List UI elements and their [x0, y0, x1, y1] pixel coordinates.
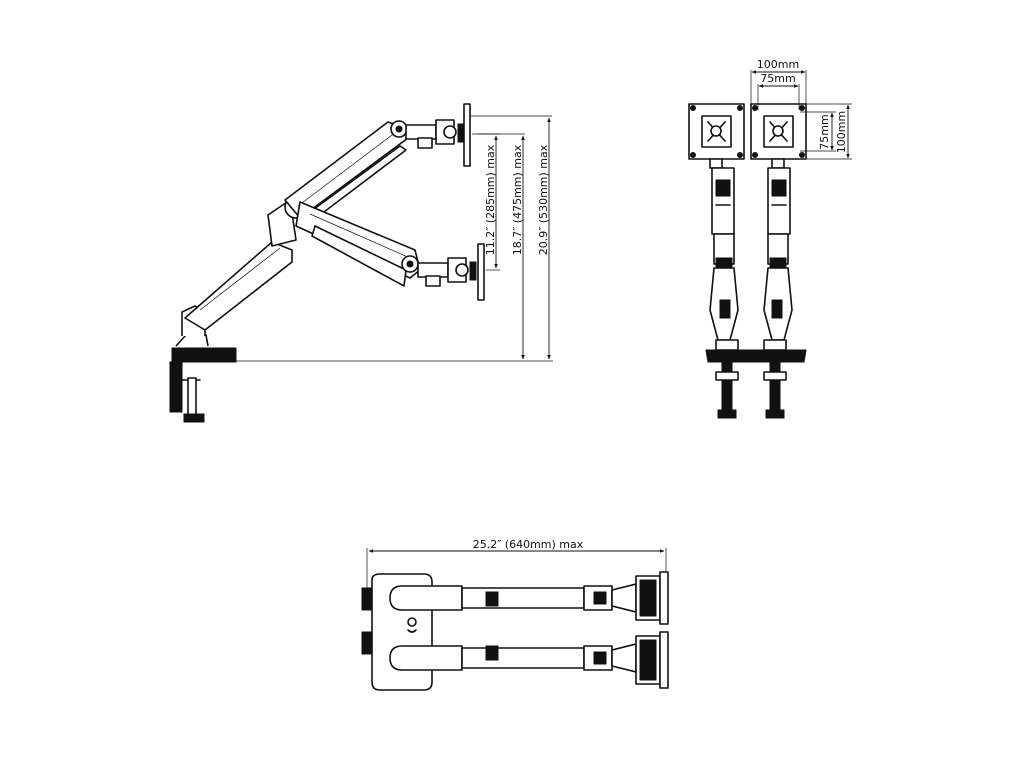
- upper-arm-lowered: [295, 201, 421, 287]
- front-arm-left: [709, 158, 739, 341]
- vesa-100-height-label: 100mm: [835, 111, 848, 153]
- vesa-100-width-label: 100mm: [757, 58, 799, 71]
- max-reach-label: 25.2″ (640mm) max: [473, 538, 584, 551]
- height-dimensions: [470, 115, 552, 360]
- tilt-range-label: 11.2″ (285mm) max: [484, 144, 497, 255]
- vesa-75-width-label: 75mm: [760, 72, 795, 85]
- height-range-label: 18.7″ (475mm) max: [511, 144, 524, 255]
- vesa-plate-left: [688, 103, 745, 160]
- front-base: [705, 339, 807, 419]
- top-arm-lower: [389, 631, 669, 689]
- top-arm-upper: [389, 571, 669, 625]
- front-view: 100mm 75mm 75mm 100mm: [688, 58, 852, 419]
- lower-arm: [184, 199, 297, 331]
- upper-tilt-head: [405, 103, 471, 167]
- vesa-plate-right: [750, 103, 807, 160]
- max-height-label: 20.9″ (530mm) max: [537, 144, 550, 255]
- lower-tilt-head: [417, 243, 485, 301]
- top-view: 25.2″ (640mm) max: [361, 538, 669, 691]
- desk-clamp: [169, 334, 237, 423]
- vesa-75-height-label: 75mm: [818, 114, 831, 149]
- side-view: 11.2″ (285mm) max 18.7″ (475mm) max 20.9…: [169, 103, 553, 423]
- vesa-dimensions: [750, 70, 852, 160]
- front-arm-right: [763, 158, 793, 341]
